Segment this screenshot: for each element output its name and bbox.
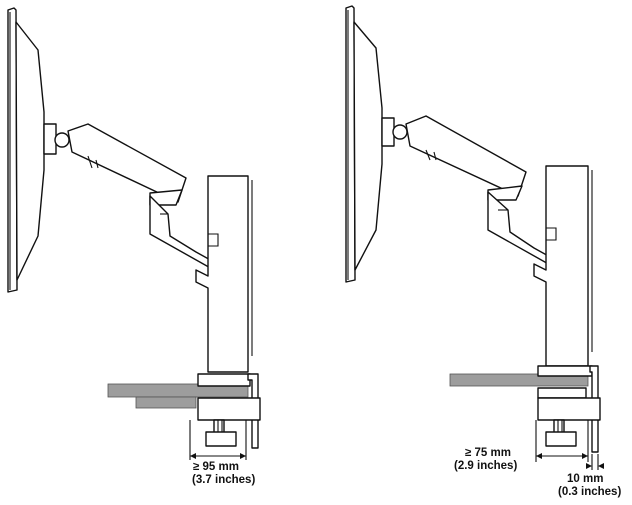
- right-dimension: [535, 420, 604, 470]
- left-assembly: [7, 7, 261, 460]
- right-arm: [381, 115, 553, 267]
- left-column: [195, 175, 253, 373]
- right-gap-inches-label: (0.3 inches): [558, 486, 622, 498]
- left-clamp: [197, 373, 261, 449]
- left-min-depth-label: ≥ 95 mm: [193, 461, 239, 473]
- right-desk-top: [449, 373, 589, 387]
- left-desk-underside: [135, 396, 197, 409]
- right-assembly: [345, 5, 604, 470]
- right-column: [533, 165, 593, 367]
- left-arm: [43, 123, 215, 271]
- right-min-depth-inches-label: (2.9 inches): [454, 460, 518, 472]
- left-monitor: [7, 7, 45, 293]
- right-monitor: [345, 5, 383, 283]
- right-clamp: [537, 365, 601, 453]
- right-min-depth-label: ≥ 75 mm: [465, 447, 511, 459]
- right-gap-label: 10 mm: [567, 473, 604, 485]
- left-min-depth-inches-label: (3.7 inches): [192, 474, 256, 486]
- left-dimension: [189, 420, 247, 460]
